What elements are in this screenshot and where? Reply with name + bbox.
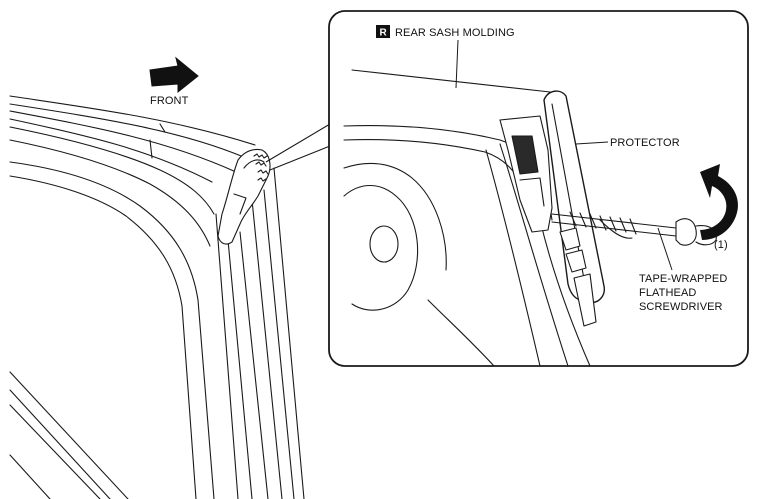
roof-seam-2 — [159, 123, 166, 133]
step-number-label: (1) — [714, 239, 728, 251]
leader-screwdriver — [657, 227, 673, 271]
lower-line-3 — [9, 404, 101, 499]
body-curve — [343, 162, 447, 271]
badge-r-text: R — [380, 28, 388, 39]
front-arrow-icon — [149, 56, 199, 94]
tool-label-line1: TAPE-WRAPPED — [639, 273, 727, 285]
window-glass-edge — [9, 161, 215, 499]
corner-molding-step — [233, 193, 247, 215]
clip-hook-3 — [573, 273, 597, 327]
tape-edge — [599, 219, 633, 239]
rotation-arrow-icon — [700, 164, 738, 240]
pillar-line-6 — [273, 167, 305, 499]
protector-label: PROTECTOR — [610, 137, 680, 149]
badge-r: R — [376, 25, 390, 39]
corner-molding-inner — [243, 159, 265, 169]
rear-sash-molding-label: REAR SASH MOLDING — [395, 27, 515, 39]
leader-sash-molding — [455, 39, 459, 89]
pillar-line-3 — [239, 231, 269, 499]
frame-rail-3 — [9, 110, 237, 173]
molding-top-edge — [351, 69, 551, 93]
screwdriver-shaft-bottom — [551, 221, 677, 237]
sash-bracket-inner — [519, 177, 545, 207]
clip-teeth — [253, 153, 269, 182]
frame-rail-outer — [9, 95, 256, 146]
detail-pillar-1 — [485, 149, 541, 367]
clip-hook-2 — [565, 249, 587, 273]
roof-seam-1 — [149, 139, 153, 159]
tool-label-line3: SCREWDRIVER — [639, 301, 723, 313]
screwdriver-handle — [675, 218, 697, 246]
lower-line-4 — [9, 454, 51, 499]
badge-r-box — [376, 25, 390, 38]
pillar-line-2 — [227, 239, 253, 499]
corner-molding — [217, 148, 271, 245]
clip-hook-1 — [559, 227, 581, 251]
pillar-line-5 — [263, 189, 295, 499]
screwdriver-handle-end — [695, 225, 717, 246]
tool-label-line2: FLATHEAD — [639, 287, 696, 299]
screwdriver-shaft-top — [551, 213, 677, 229]
pillar-line-1 — [215, 213, 239, 499]
door-frame-overview — [9, 95, 305, 499]
front-label: FRONT — [150, 95, 189, 107]
pillar-line-4 — [251, 199, 283, 499]
front-indicator: FRONT — [149, 56, 199, 107]
callout-pointer — [265, 123, 331, 171]
frame-rail-4 — [9, 118, 213, 183]
detail-box: R REAR SASH MOLDING PROTECTOR (1) TAPE-W… — [328, 10, 749, 367]
detail-pillar-2 — [499, 143, 569, 367]
lower-line-2 — [9, 389, 111, 499]
detail-pillar-3 — [539, 219, 591, 367]
leader-protector — [575, 141, 609, 145]
frame-rail-6 — [9, 139, 211, 247]
frame-rail-5 — [9, 126, 215, 215]
lower-line-1 — [9, 371, 129, 499]
body-curve-2 — [427, 299, 495, 367]
frame-rail-2 — [9, 103, 247, 159]
sash-bracket — [499, 115, 553, 233]
window-glass-edge-inner — [9, 175, 197, 499]
sash-bracket-slot — [511, 135, 539, 175]
knob-center — [369, 225, 399, 263]
knob-outline — [343, 184, 419, 311]
